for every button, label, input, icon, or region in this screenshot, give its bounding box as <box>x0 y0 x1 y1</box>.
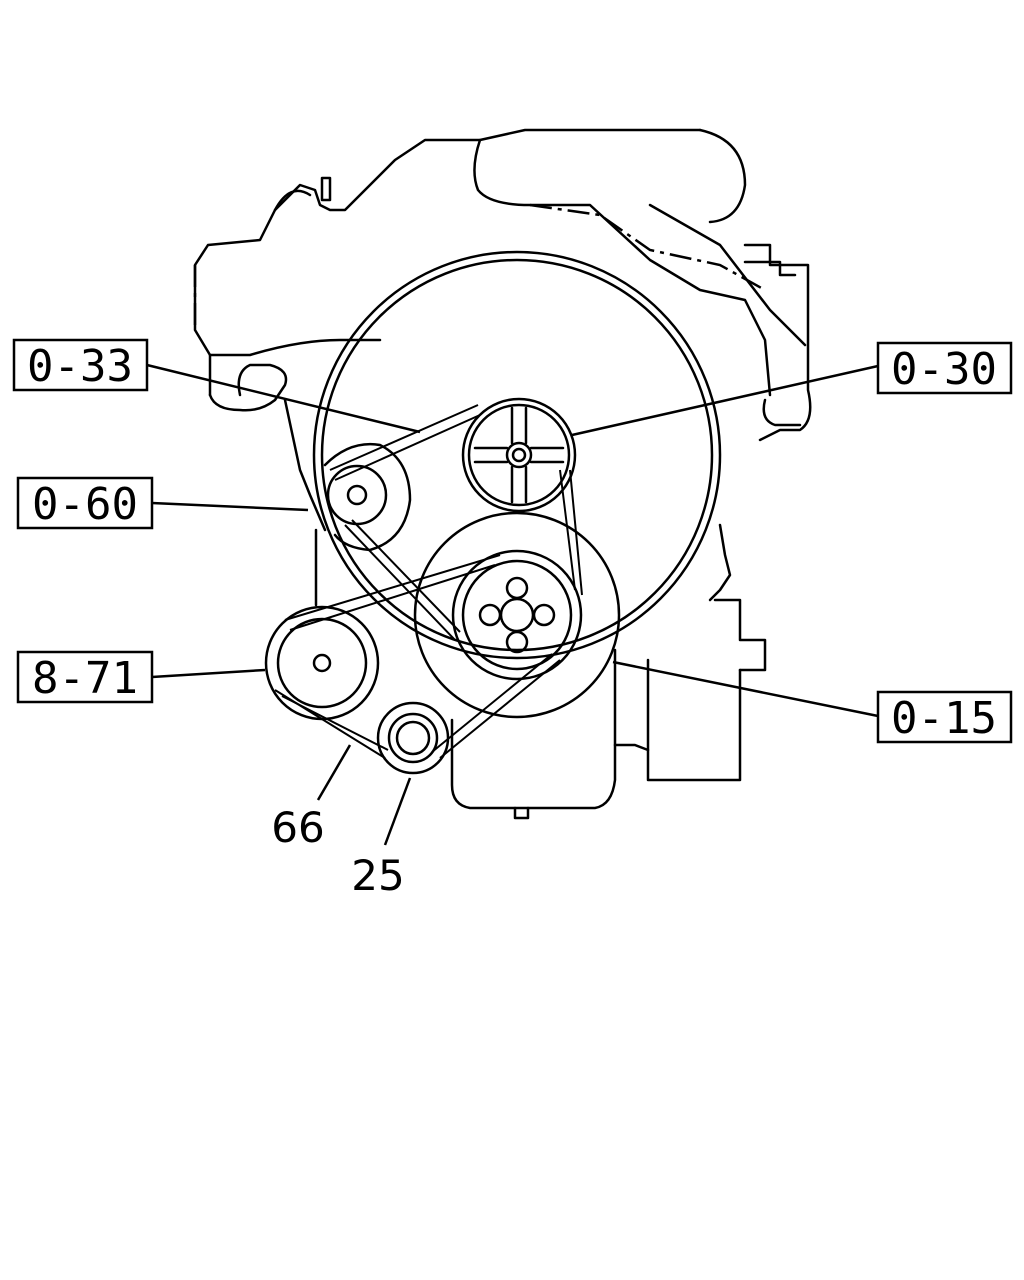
callout-0-60: 0-60 <box>16 476 154 530</box>
leader-lines <box>146 363 879 846</box>
callout-label: 0-30 <box>891 344 997 395</box>
callout-8-71: 8-71 <box>16 650 154 704</box>
callout-label: 0-15 <box>891 693 997 744</box>
part-number-66: 66 <box>271 803 324 852</box>
alternator-pulley <box>264 605 380 721</box>
belts <box>274 404 583 759</box>
fan-pulley <box>461 397 577 513</box>
callout-label: 0-60 <box>32 479 138 530</box>
callout-0-33: 0-33 <box>12 338 149 392</box>
callout-0-30: 0-30 <box>876 341 1013 395</box>
part-number-25: 25 <box>351 851 404 900</box>
tensioner-pulley <box>376 701 450 775</box>
callout-0-15: 0-15 <box>876 690 1013 744</box>
callout-label: 0-33 <box>27 341 133 392</box>
callout-label: 8-71 <box>32 653 138 704</box>
crank-pulley <box>413 511 621 719</box>
engine-outline <box>193 128 812 820</box>
large-pulley <box>312 250 722 660</box>
